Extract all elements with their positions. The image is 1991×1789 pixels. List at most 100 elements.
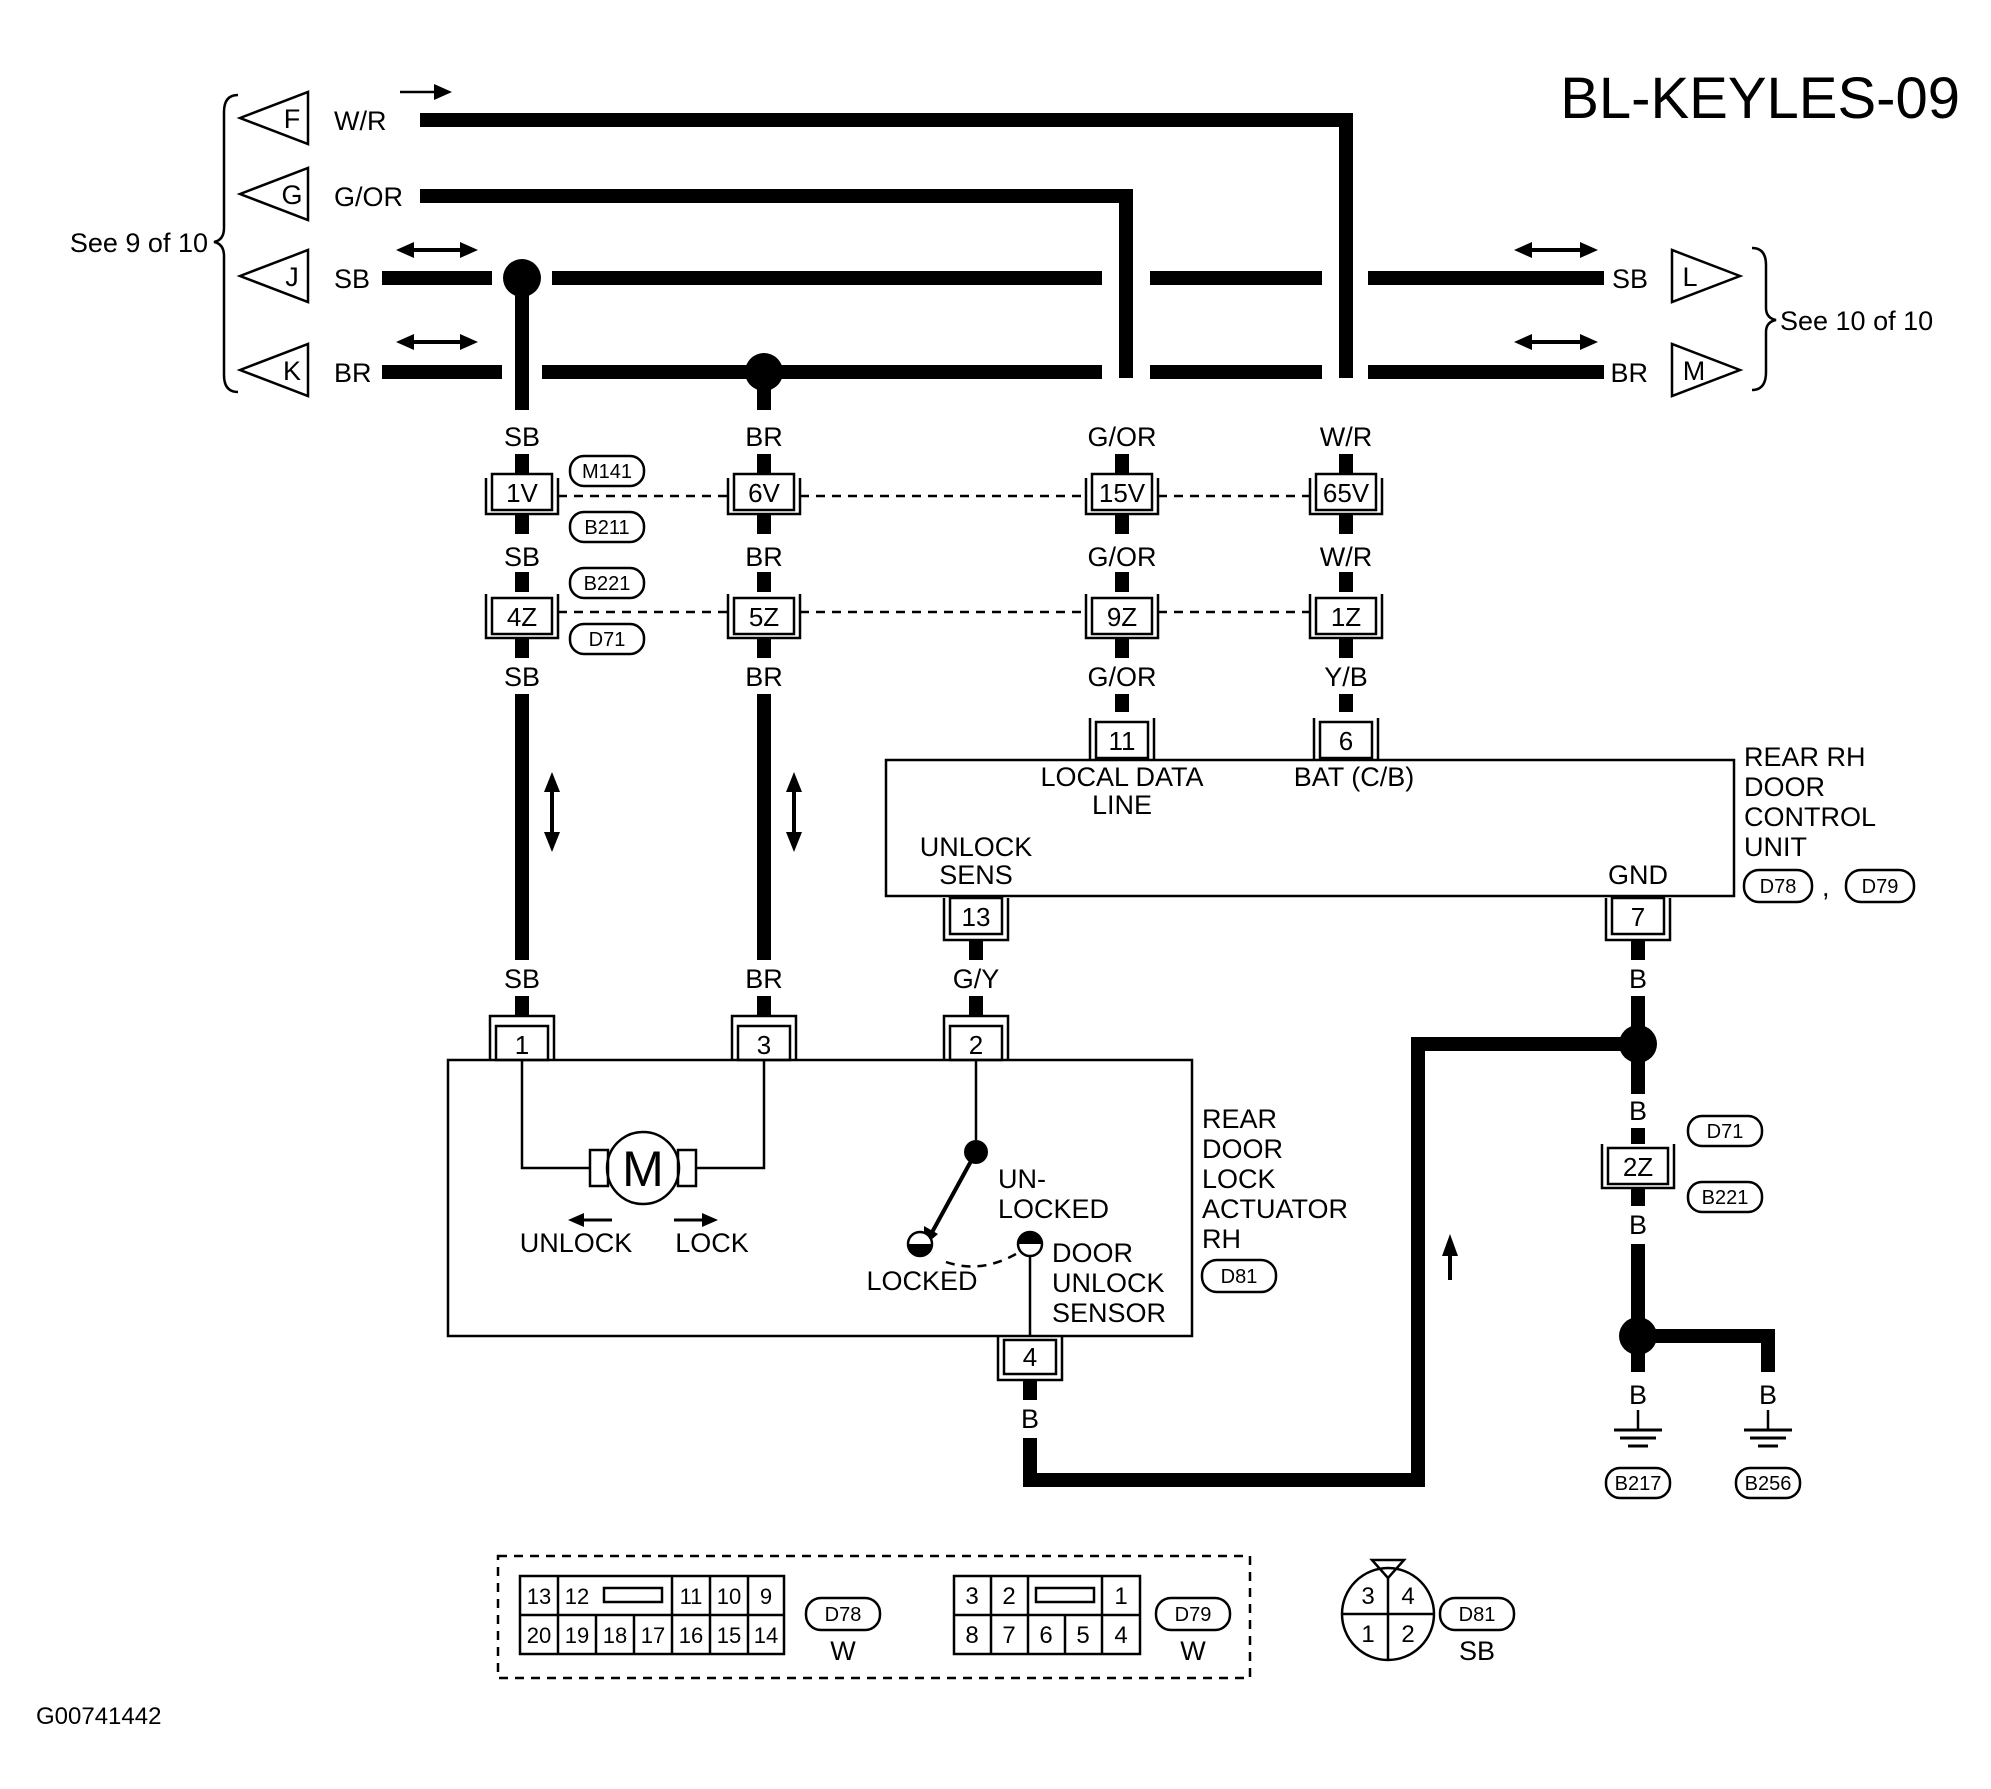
svg-text:B211: B211 [584,517,629,539]
terminal-g: G G/OR [236,166,403,222]
svg-text:5: 5 [1076,1622,1089,1649]
svg-text:1V: 1V [506,478,538,508]
svg-text:4: 4 [1023,1342,1037,1372]
tag-d81: D81 [1200,1258,1278,1294]
svg-text:10: 10 [717,1584,741,1609]
connector-row2: 4Z 5Z 9Z 1Z [484,594,1384,640]
gnd-color-1: B [1629,964,1647,994]
local-data-line-label-1: LOCAL DATA [1040,762,1203,792]
row2-color-sb: SB [504,662,540,692]
actuator-box [446,1058,1194,1338]
svg-text:1: 1 [1114,1583,1127,1610]
pin-1v: 1V [484,472,560,516]
actuator-name-1: REAR [1202,1104,1277,1134]
svg-text:15: 15 [717,1623,741,1648]
double-arrow-k [396,334,478,350]
unlock-label: UNLOCK [520,1228,633,1258]
double-arrow-sb-vertical [544,772,560,852]
svg-text:8: 8 [965,1622,978,1649]
row2-color-y-b: Y/B [1324,662,1368,692]
connector-face-d78: 13 12 11 10 9 20 19 18 17 16 15 14 [518,1574,786,1656]
d81-color: SB [1459,1636,1495,1666]
wire-w-r [420,113,1353,378]
unlocked-label-1: UN- [998,1164,1046,1194]
svg-text:D79: D79 [1175,1604,1212,1626]
pin-15v: 15V [1084,472,1160,516]
gnd-label: GND [1608,860,1668,890]
svg-text:B217: B217 [1615,1473,1662,1495]
svg-text:1: 1 [1361,1621,1374,1648]
lock-label: LOCK [675,1228,749,1258]
d78-color: W [830,1636,856,1666]
pin-9z: 9Z [1084,594,1160,640]
row1-color-br: BR [745,422,783,452]
svg-text:6V: 6V [748,478,780,508]
svg-text:19: 19 [565,1623,589,1648]
terminal-g-color: G/OR [334,182,403,212]
actuator-name-4: ACTUATOR [1202,1194,1348,1224]
ground-symbol-b256 [1744,1410,1792,1448]
pin-6v: 6V [726,472,802,516]
row1-row2-stubs [515,514,1353,592]
svg-text:3: 3 [757,1030,771,1060]
connector-row1: 1V 6V 15V 65V [484,472,1384,516]
motor-brush-left [588,1148,610,1188]
terminal-k-letter: K [283,356,301,386]
see-left-label: See 9 of 10 [70,228,208,258]
pin4-color: B [1021,1404,1039,1434]
terminal-m-letter: M [1683,356,1706,386]
comma-separator: , [1822,872,1830,902]
unlock-sens-label-2: SENS [939,860,1013,890]
arrow-unlock [568,1213,612,1227]
svg-text:M141: M141 [582,461,632,483]
double-arrow-br-vertical [786,772,802,852]
tag-m141: M141 [568,454,646,488]
terminal-j-letter: J [285,262,299,292]
tag-d81-face: D81 [1438,1596,1516,1632]
bat-label: BAT (C/B) [1294,762,1415,792]
gnd-color-3: B [1629,1210,1647,1240]
act-pin-3: 3 [730,1014,798,1062]
cu-pin-11: 11 [1088,718,1156,760]
terminal-j: J SB [236,248,370,304]
svg-text:1: 1 [515,1030,529,1060]
switch-travel-path [945,1252,1017,1268]
row2-color-br: BR [745,662,783,692]
terminal-f: F W/R [236,90,386,146]
svg-text:13: 13 [962,902,991,932]
tag-d71: D71 [568,622,646,656]
tag-d79-face: D79 [1154,1596,1232,1632]
row2-below-stubs [515,638,1353,658]
gnd-color-2: B [1629,1096,1647,1126]
row2-color-g-or: G/OR [1087,662,1156,692]
control-unit-name-4: UNIT [1744,832,1807,862]
motor-lead-left [520,1060,590,1170]
gnd-color-5: B [1759,1380,1777,1410]
terminal-l-letter: L [1682,262,1697,292]
svg-text:3: 3 [1361,1583,1374,1610]
row1-stubs [515,454,1353,474]
contact-locked [906,1230,934,1258]
svg-text:14: 14 [754,1623,778,1648]
svg-text:D71: D71 [1707,1121,1744,1143]
terminal-l-color: SB [1612,264,1648,294]
row1-color-w-r: W/R [1320,422,1372,452]
motor-letter: M [622,1141,664,1197]
unlocked-label-2: LOCKED [998,1194,1109,1224]
svg-text:9: 9 [760,1584,772,1609]
pin-5z: 5Z [726,594,802,640]
svg-text:17: 17 [641,1623,665,1648]
svg-text:D79: D79 [1862,876,1899,898]
arrow-up-ground [1442,1234,1458,1280]
motor [605,1130,681,1206]
figure-id: G00741442 [36,1703,161,1730]
motor-lead-right [696,1060,766,1170]
terminal-k-color: BR [334,358,372,388]
wire-ground-return [1023,1037,1624,1487]
svg-text:18: 18 [603,1623,627,1648]
svg-text:3: 3 [965,1583,978,1610]
svg-text:D81: D81 [1221,1266,1258,1288]
svg-text:2: 2 [969,1030,983,1060]
wire-gnd-branch [1638,1329,1775,1372]
actuator-color-sb: SB [504,964,540,994]
